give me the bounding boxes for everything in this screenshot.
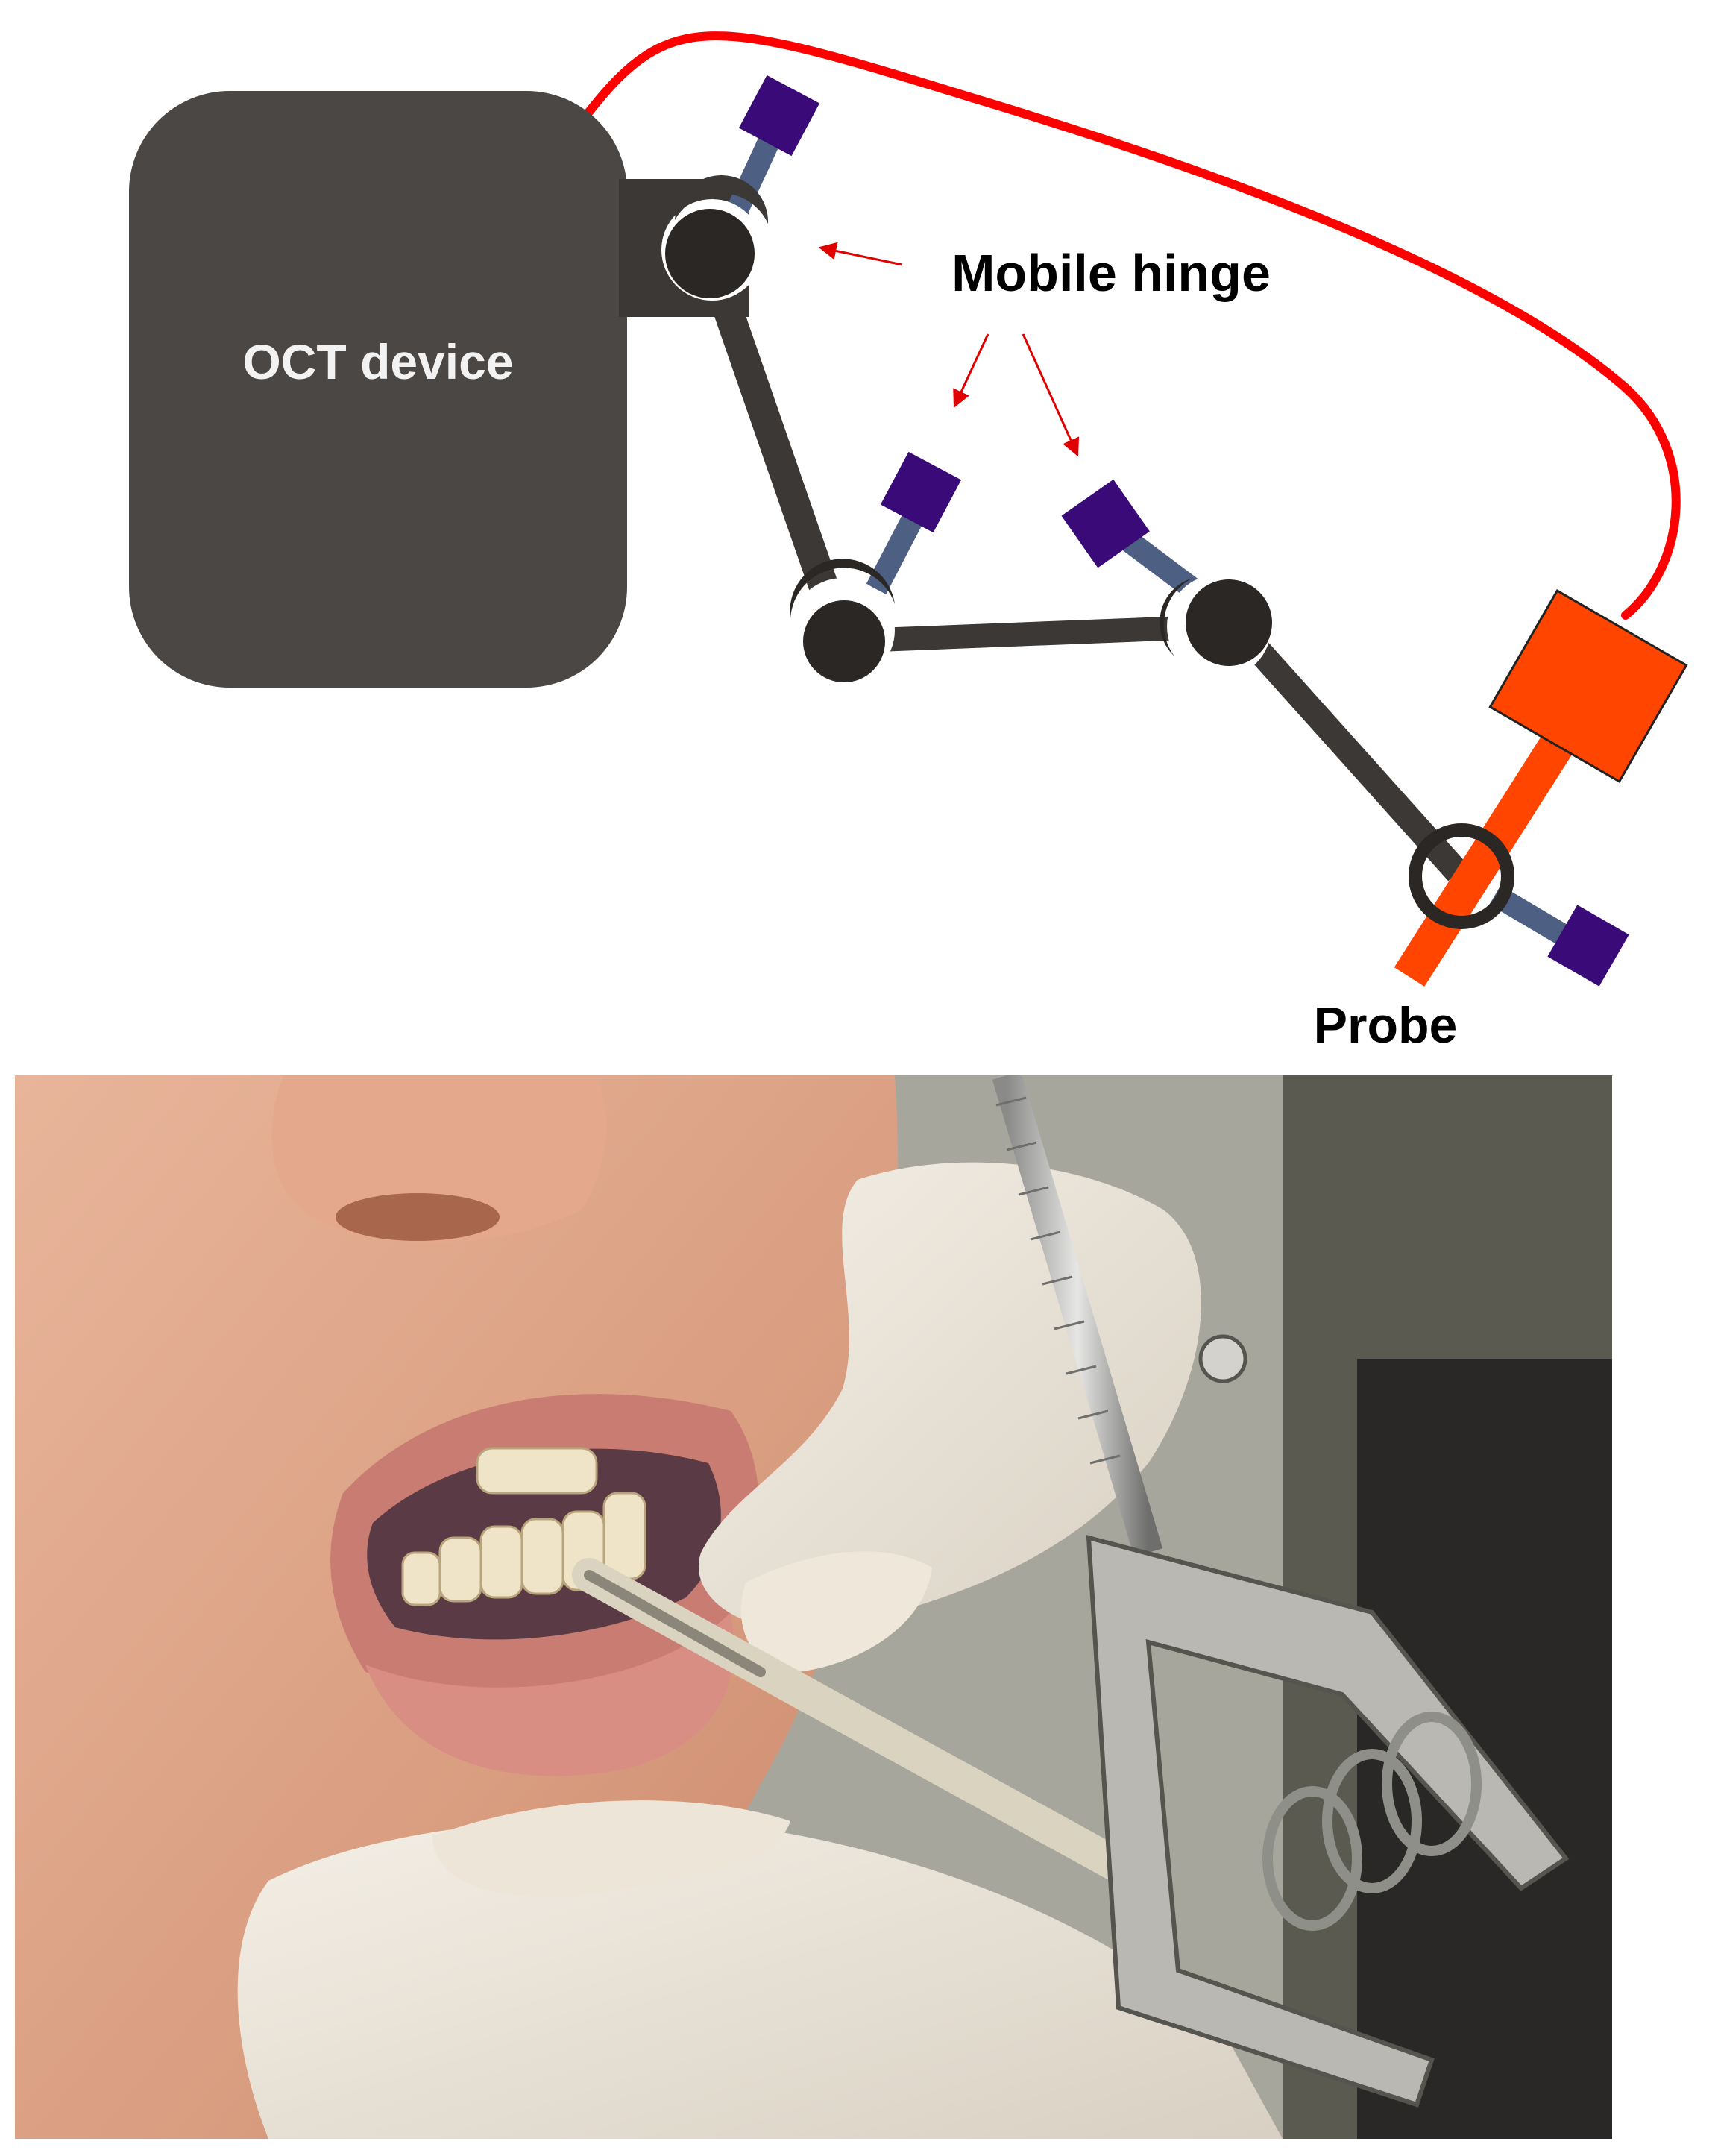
fiber-cable [585, 31, 1681, 620]
hinge-arrow-3 [1022, 333, 1080, 457]
intraoral-oct-probe-photo [15, 1075, 1612, 2139]
system-diagram: OCT device Mobile hinge Probe [129, 31, 1688, 1054]
hinge-3 [1061, 479, 1272, 679]
arm-link-3 [1221, 610, 1467, 881]
mobile-hinge-label: Mobile hinge [951, 244, 1271, 302]
oct-device-label: OCT device [242, 334, 513, 389]
probe-assembly [1394, 589, 1688, 987]
arm-link-2 [838, 615, 1224, 653]
hinge-arrow-2 [953, 333, 989, 409]
threaded-rod [992, 1075, 1163, 1557]
glove-lower [237, 1818, 1283, 2139]
hinge-arrow-1 [818, 242, 903, 266]
hinge-2 [790, 451, 962, 682]
oct-device-box [129, 91, 627, 688]
probe-label: Probe [1314, 997, 1458, 1054]
hinge-1 [661, 75, 820, 301]
